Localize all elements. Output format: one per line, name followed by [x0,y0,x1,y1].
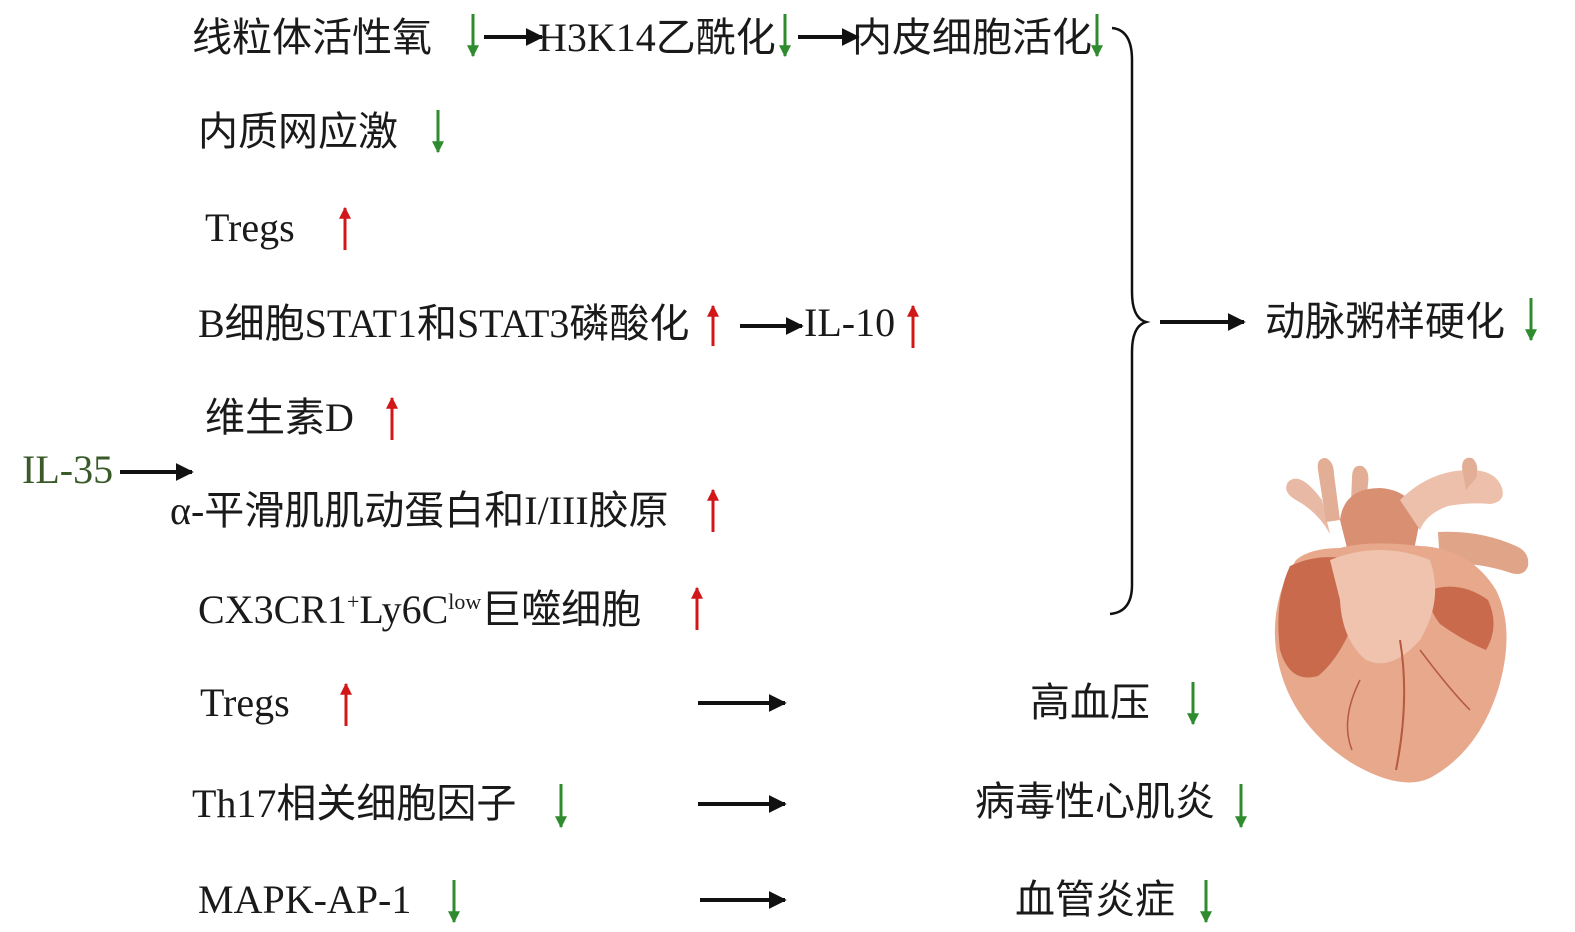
node-macrophage: CX3CR1+Ly6Clow巨噬细胞 [198,587,642,632]
heart-icon [1274,457,1529,783]
node-h3k14-acetylation: H3K14乙酰化 [538,15,776,60]
node-tregs-hypertension: Tregs [200,680,290,725]
node-bcell-stat: B细胞STAT1和STAT3磷酸化 [198,301,690,346]
outcome-vascular-inflammation: 血管炎症 [1015,877,1175,923]
outcome-viral-myocarditis: 病毒性心肌炎 [975,779,1215,825]
node-mitochondrial-ros: 线粒体活性氧 [192,15,432,61]
node-endothelial-activation: 内皮细胞活化 [852,15,1092,61]
grouping-brace [1109,26,1151,616]
outcome-atherosclerosis: 动脉粥样硬化 [1265,299,1505,345]
node-th17-cytokines: Th17相关细胞因子 [192,781,517,826]
outcome-hypertension: 高血压 [1030,680,1150,726]
node-mapk-ap1: MAPK-AP-1 [198,877,412,922]
node-er-stress: 内质网应激 [198,109,398,155]
source-il35: IL-35 [22,447,114,492]
node-smooth-muscle-collagen: α-平滑肌肌动蛋白和I/III胶原 [170,488,669,533]
node-tregs-athero: Tregs [205,205,295,250]
node-vitamin-d: 维生素D [205,395,354,440]
node-il10: IL-10 [804,300,896,345]
